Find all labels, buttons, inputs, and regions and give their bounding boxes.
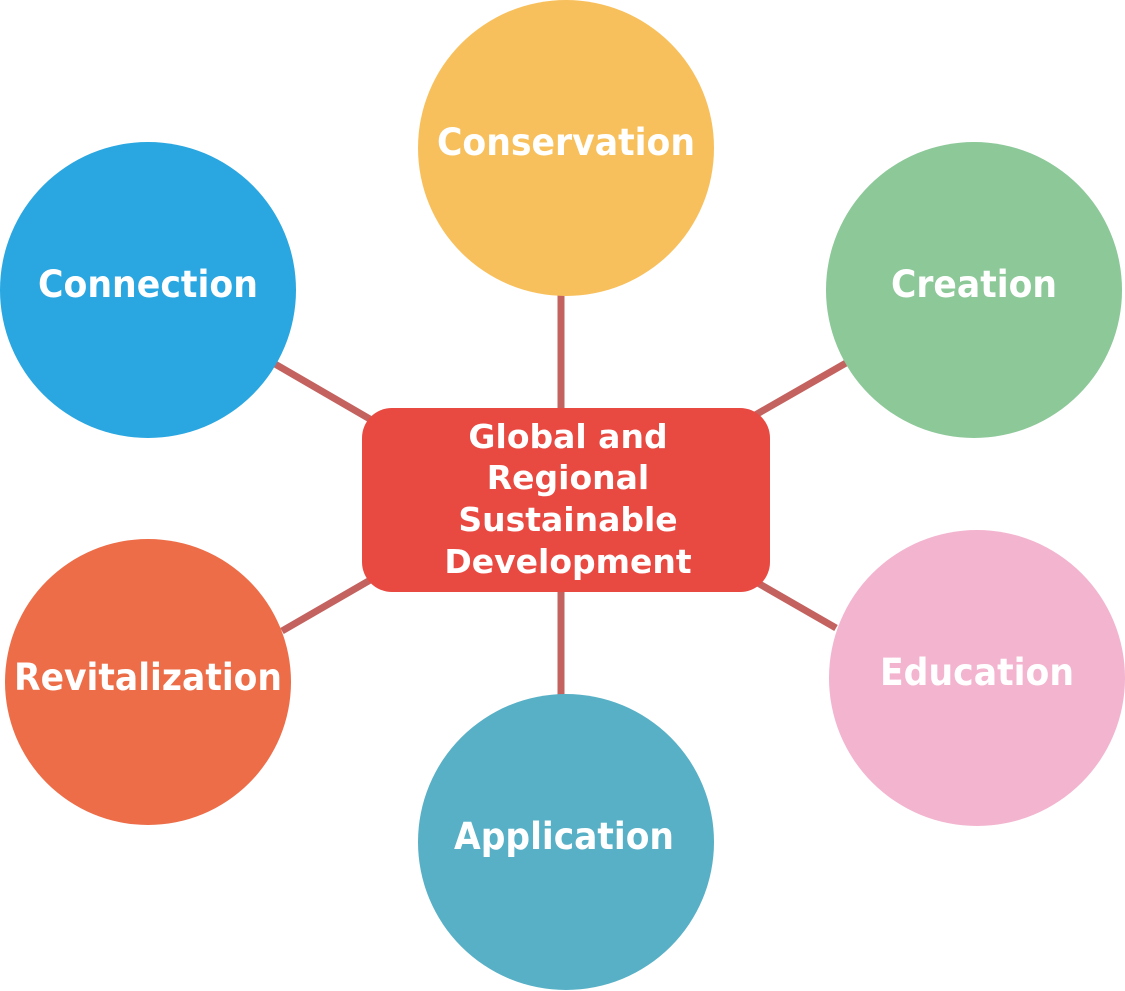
node-circle-education bbox=[829, 530, 1125, 826]
center-node: Global and Regional Sustainable Developm… bbox=[362, 408, 770, 592]
node-label-education: Education bbox=[880, 651, 1074, 694]
node-circle-conservation bbox=[418, 0, 714, 296]
node-label-application: Application bbox=[454, 815, 674, 858]
node-creation: Creation bbox=[826, 142, 1122, 438]
node-circle-application bbox=[418, 694, 714, 990]
center-line-1: Global and bbox=[468, 417, 667, 456]
node-education: Education bbox=[829, 530, 1125, 826]
node-circle-connection bbox=[0, 142, 296, 438]
node-label-connection: Connection bbox=[38, 263, 258, 306]
connector-revitalization bbox=[280, 575, 374, 635]
node-label-creation: Creation bbox=[891, 263, 1057, 306]
center-line-4: Development bbox=[444, 542, 692, 581]
node-circle-creation bbox=[826, 142, 1122, 438]
connector-education bbox=[754, 578, 838, 632]
node-application: Application bbox=[418, 694, 714, 990]
center-line-2: Regional bbox=[487, 458, 649, 497]
connector-connection bbox=[273, 360, 377, 426]
node-label-conservation: Conservation bbox=[437, 121, 695, 164]
center-box bbox=[362, 408, 770, 592]
node-revitalization: Revitalization bbox=[5, 539, 291, 825]
node-connection: Connection bbox=[0, 142, 296, 438]
center-line-3: Sustainable bbox=[458, 500, 677, 539]
connector-creation bbox=[748, 359, 848, 422]
node-circle-revitalization bbox=[5, 539, 291, 825]
node-label-revitalization: Revitalization bbox=[14, 656, 282, 699]
connectors bbox=[273, 295, 848, 696]
node-conservation: Conservation bbox=[418, 0, 714, 296]
